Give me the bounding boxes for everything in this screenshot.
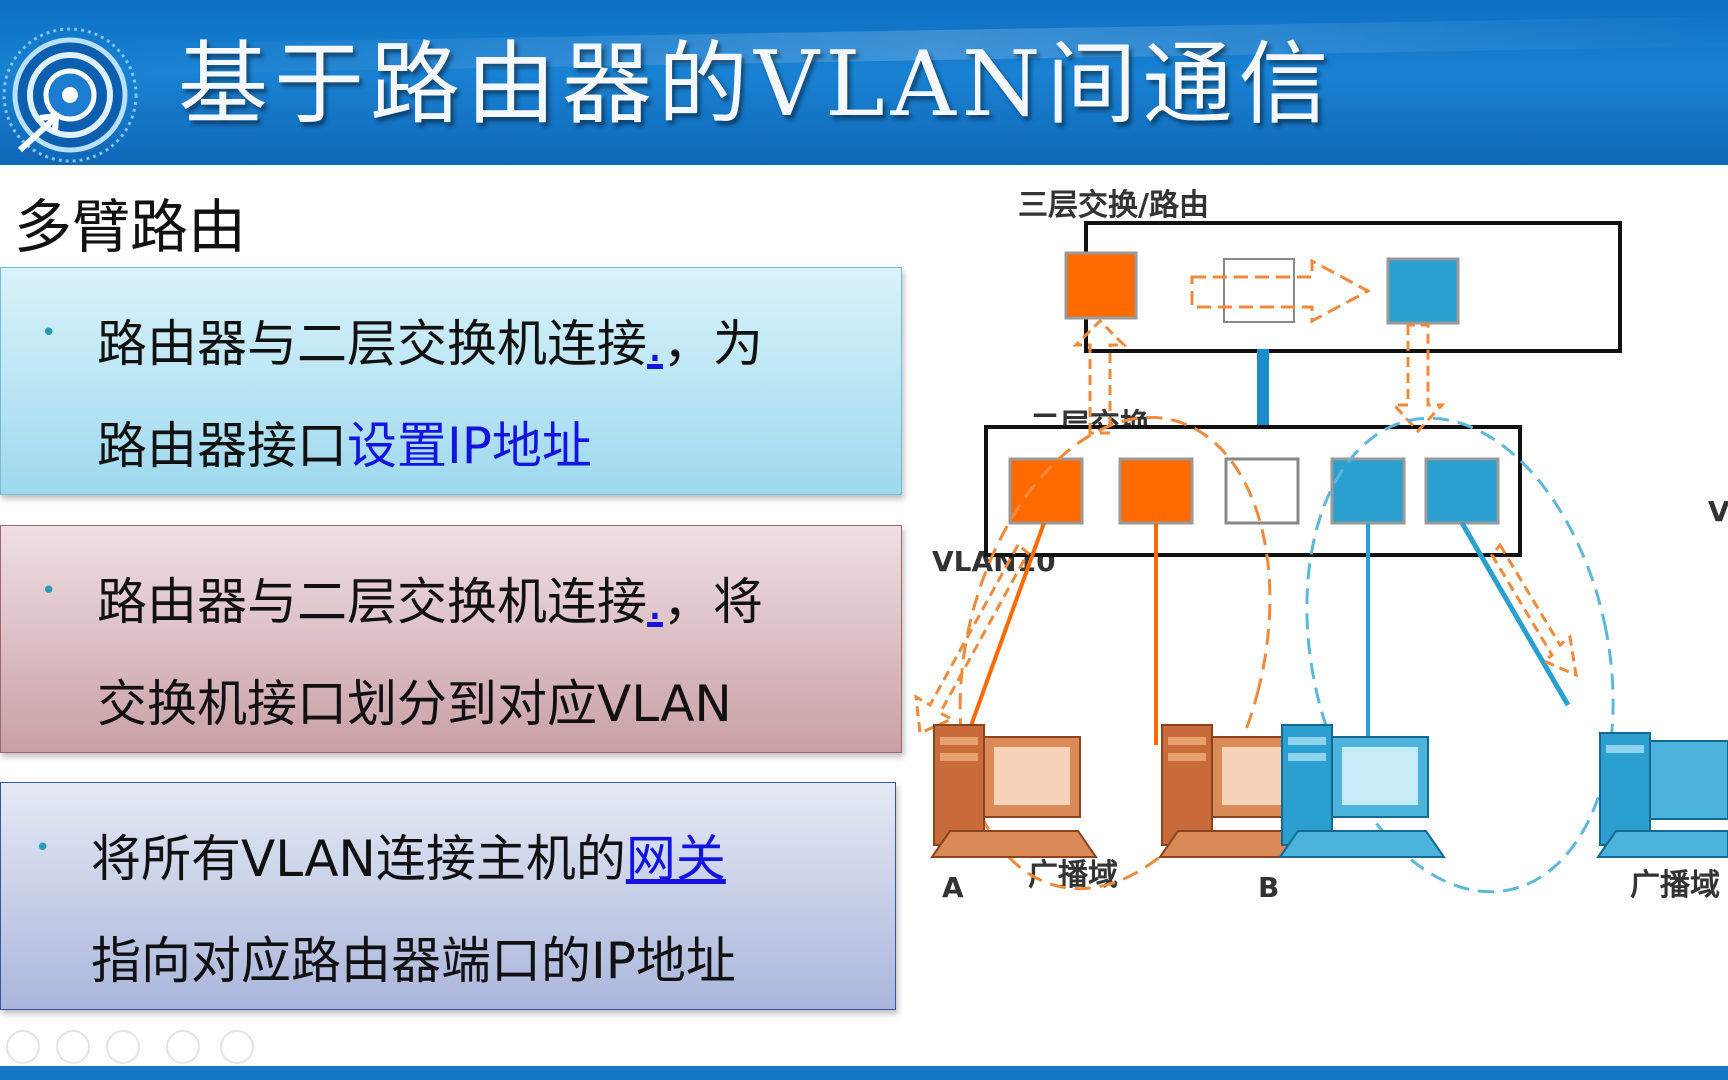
bullet-text: 路由器与二层交换机连接 xyxy=(97,315,647,373)
bullet-text: ，将 xyxy=(662,573,763,631)
switch-port-4 xyxy=(1330,457,1406,525)
section-subtitle: 多臂路由 xyxy=(14,193,247,261)
bullet-text: ，为 xyxy=(662,315,763,373)
slides-icon[interactable] xyxy=(106,1030,140,1064)
more-icon[interactable] xyxy=(220,1030,254,1064)
trunk-link xyxy=(1257,349,1269,433)
inline-link[interactable]: . xyxy=(647,315,663,373)
up-arrow-icon xyxy=(1072,318,1128,435)
router-port-blue xyxy=(1386,257,1460,325)
vlan-routing-diagram: 三层交换/路由 二层交换 VLAN10 V A B 广播域 广播域 xyxy=(914,188,1728,904)
broadcast-domain-right xyxy=(1305,416,1615,894)
host-a-label: A xyxy=(942,871,964,904)
switch-port-1 xyxy=(1008,457,1084,525)
bullet-dot-icon: • xyxy=(41,576,57,606)
broadcast-domain-left xyxy=(958,415,1272,891)
host-c-computer-icon xyxy=(1278,724,1446,858)
router-port-orange xyxy=(1064,251,1138,320)
vlan-right-label: V xyxy=(1708,495,1728,528)
bullet-line: 将所有VLAN连接主机的网关 xyxy=(91,819,726,891)
swirl-arrow-logo-icon xyxy=(2,27,138,163)
host-d-computer-icon xyxy=(1596,732,1728,858)
bullet-dot-icon: • xyxy=(35,833,51,863)
switch-to-host-arrow-icon xyxy=(1490,542,1578,678)
link-host-d xyxy=(1459,521,1571,707)
broadcast-domain-left-label: 广播域 xyxy=(1028,858,1118,893)
host-to-switch-arrow-icon xyxy=(914,542,1030,736)
bullet-text: 路由器与二层交换机连接 xyxy=(97,573,647,631)
bullet-text: 将所有VLAN连接主机的 xyxy=(91,830,626,888)
bullet-panel-vlan-assign: • 路由器与二层交换机连接.，将 交换机接口划分到对应VLAN xyxy=(0,525,902,753)
bullet-line: 交换机接口划分到对应VLAN xyxy=(97,664,732,736)
host-b-label: B xyxy=(1258,871,1279,904)
bullet-dot-icon: • xyxy=(41,318,57,348)
bullet-text: 指向对应路由器端口的IP地址 xyxy=(91,932,736,990)
down-arrow-icon xyxy=(1390,323,1446,434)
host-b-computer-icon xyxy=(1158,724,1326,858)
link-host-a xyxy=(962,522,1046,746)
zoom-icon[interactable] xyxy=(166,1030,200,1064)
bullet-line: 路由器与二层交换机连接.，将 xyxy=(97,562,763,634)
l3-switch-label: 三层交换/路由 xyxy=(1018,188,1209,223)
set-ip-link[interactable]: 设置IP地址 xyxy=(347,417,592,475)
slide-title: 基于路由器的VLAN间通信 xyxy=(178,32,1335,137)
switch-port-2 xyxy=(1118,457,1194,525)
slide-header: 基于路由器的VLAN间通信 xyxy=(0,0,1728,165)
bullet-line: 指向对应路由器端口的IP地址 xyxy=(91,921,736,993)
bullet-text: 交换机接口划分到对应VLAN xyxy=(97,675,732,733)
routing-arrow-icon xyxy=(1190,258,1372,324)
pen-icon[interactable] xyxy=(56,1030,90,1064)
gateway-link[interactable]: 网关 xyxy=(625,830,726,888)
slide-nav-toolbar xyxy=(0,1030,270,1066)
router-box xyxy=(1084,221,1622,353)
broadcast-domain-right-label: 广播域 xyxy=(1630,868,1720,903)
previous-icon[interactable] xyxy=(6,1030,40,1064)
bullet-line: 路由器接口设置IP地址 xyxy=(97,406,592,478)
inline-link[interactable]: . xyxy=(647,573,663,631)
switch-port-5 xyxy=(1424,457,1500,525)
bullet-panel-gateway: • 将所有VLAN连接主机的网关 指向对应路由器端口的IP地址 xyxy=(0,782,896,1010)
bottom-bar xyxy=(0,1066,1728,1080)
bullet-text: 路由器接口 xyxy=(97,417,347,475)
router-inner-port xyxy=(1223,258,1295,323)
host-a-computer-icon xyxy=(930,724,1098,858)
bullet-panel-ip-setup: • 路由器与二层交换机连接.，为 路由器接口设置IP地址 xyxy=(0,267,902,495)
bullet-line: 路由器与二层交换机连接.，为 xyxy=(97,304,763,376)
